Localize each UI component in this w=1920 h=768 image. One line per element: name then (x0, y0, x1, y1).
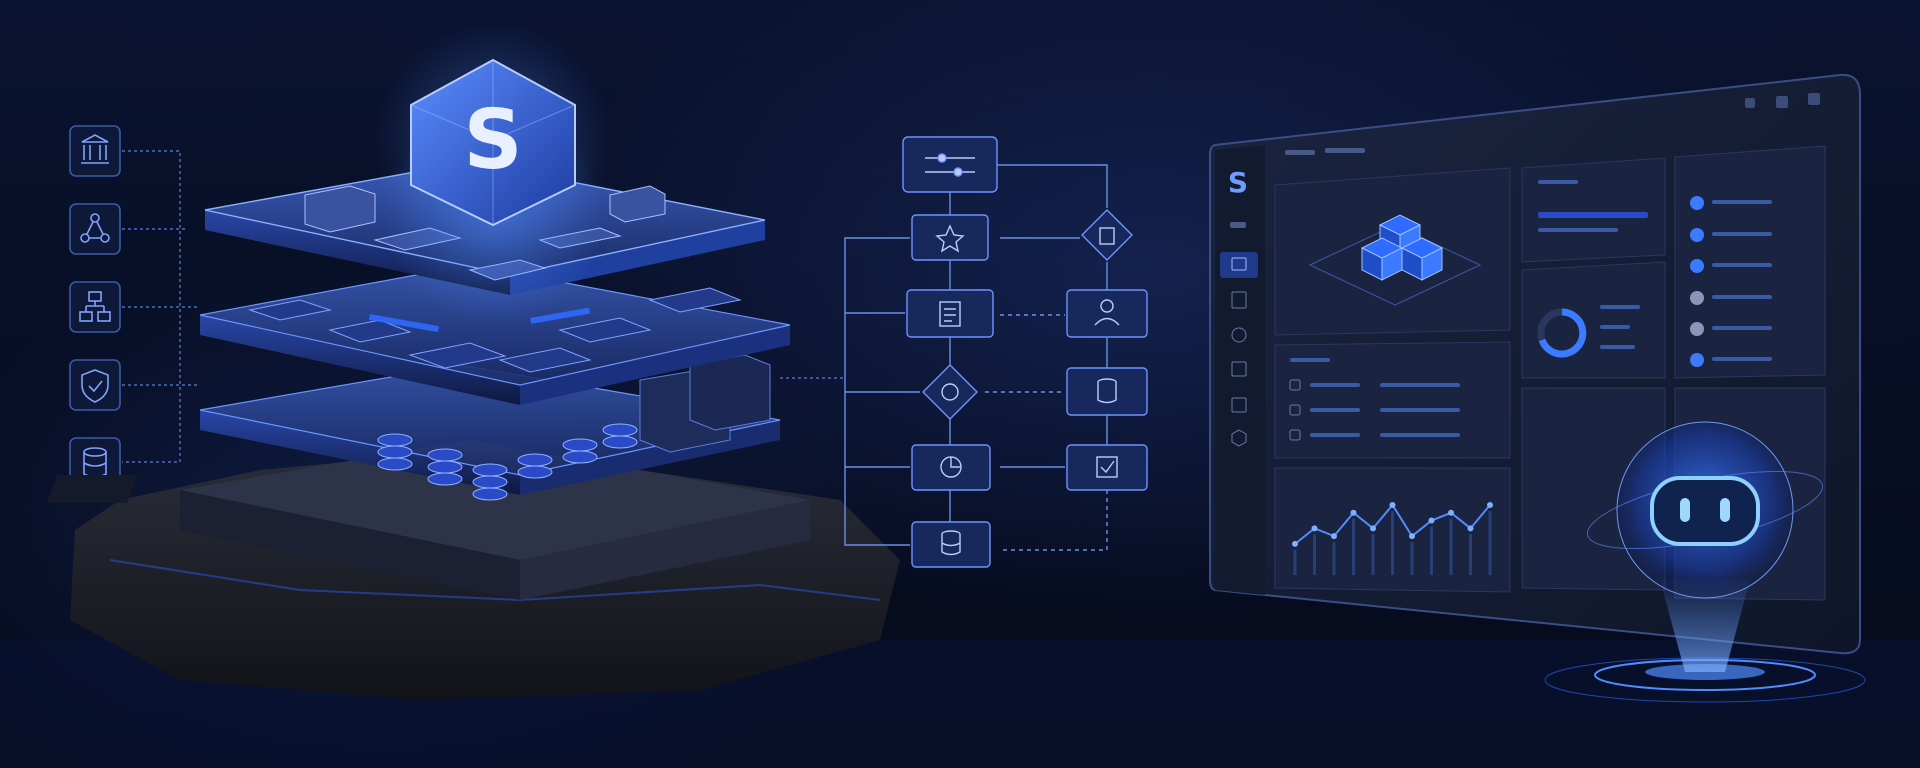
document-icon[interactable] (1231, 291, 1247, 309)
mini-line-chart (1292, 502, 1493, 575)
left-connectors (122, 150, 200, 463)
star-gear-icon (911, 214, 989, 261)
platform-data-layer (199, 354, 781, 501)
mini-line-point (1409, 533, 1415, 540)
sliders-icon (902, 136, 998, 193)
panel-cube-graphic (1308, 214, 1482, 306)
summary-lines (1538, 180, 1648, 232)
left-icon-column (69, 125, 200, 489)
sidebar-item-active[interactable] (1220, 252, 1258, 278)
mini-line-point (1370, 525, 1376, 532)
service-tiles (248, 287, 742, 373)
window-control[interactable] (1808, 93, 1820, 105)
status-list (1690, 196, 1772, 367)
mini-line-point (1292, 540, 1298, 547)
database-node-icon (1066, 367, 1148, 416)
database-cylinders (377, 423, 638, 501)
database-end-icon (911, 521, 991, 568)
window-control[interactable] (1776, 96, 1788, 108)
checklist-icon (906, 289, 994, 338)
workflow-nodes (902, 136, 1148, 568)
user-icon (1066, 289, 1148, 338)
gear-icon[interactable] (1231, 327, 1247, 343)
panel-summary (1521, 157, 1666, 263)
sidebar-brand-icon: S (1228, 166, 1248, 199)
grid-icon[interactable] (1231, 397, 1247, 413)
window-control[interactable] (1745, 98, 1755, 108)
dashboard-sidebar: S (1215, 145, 1265, 595)
mini-line-point (1487, 502, 1493, 508)
chart-icon[interactable] (1231, 361, 1247, 377)
hierarchy-icon (69, 281, 121, 333)
workflow-connectors (844, 164, 1108, 551)
mini-line-point (1350, 509, 1357, 516)
pie-chart-icon (911, 444, 991, 491)
mini-line-point (1331, 533, 1337, 540)
mini-line-point (1448, 509, 1454, 516)
glow-strips (368, 307, 591, 333)
window-titlebar (1285, 93, 1820, 155)
folder-icon (1231, 257, 1247, 271)
donut-chart (1537, 305, 1640, 358)
diamond-gear-icon (922, 364, 978, 420)
bank-icon (69, 125, 121, 177)
robot-assistant-icon (1544, 421, 1866, 703)
workflow-diagram (844, 136, 1148, 568)
minus-icon[interactable] (1230, 222, 1246, 228)
panel-status-list (1674, 145, 1826, 379)
mini-line-point (1311, 525, 1318, 532)
brand-hex-cube: S (373, 20, 613, 260)
mini-line-point (1389, 502, 1396, 508)
diamond-doc-icon (1081, 209, 1133, 261)
network-nodes-icon (69, 203, 121, 255)
server-racks (639, 354, 771, 453)
cube-icon[interactable] (1231, 429, 1247, 447)
shield-check-icon (69, 359, 121, 411)
mini-line-point (1467, 525, 1474, 532)
table-rows (1289, 358, 1460, 441)
checkbox-icon (1066, 444, 1148, 491)
mini-line-point (1428, 517, 1435, 524)
panel-table (1274, 341, 1511, 459)
brand-letter: S (463, 93, 522, 188)
